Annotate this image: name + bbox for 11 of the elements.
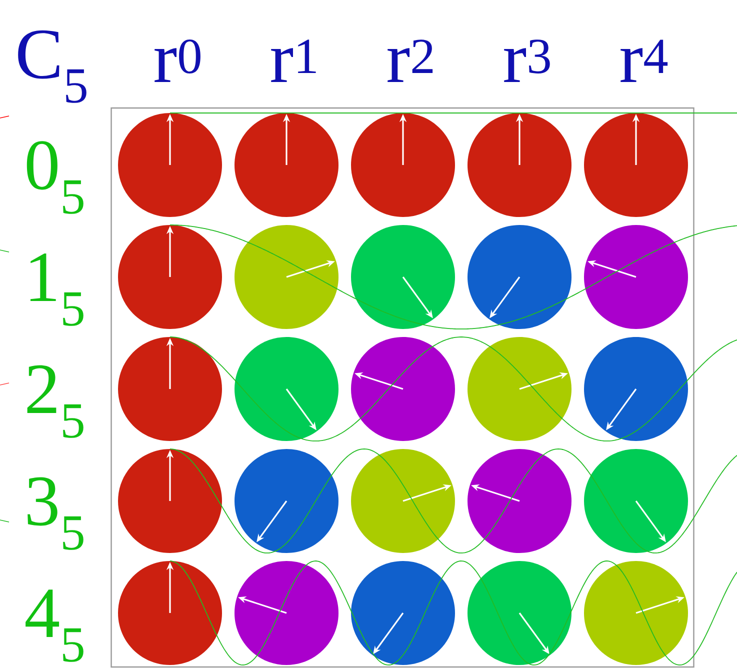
row-header: 4$_{5}$ (26, 590, 84, 662)
column-header: r$^{2}$ (388, 40, 433, 82)
row-header: 2$_{5}$ (27, 365, 84, 438)
row-header: 0$_{5}$ (26, 141, 84, 214)
group-label: C$_{5}$ (18, 30, 86, 103)
row-header: 3$_{5}$ (28, 477, 84, 550)
column-header: r$^{4}$ (620, 40, 668, 82)
row-header: 1$_{5}$ (30, 253, 84, 326)
column-header: r$^{1}$ (271, 40, 316, 82)
column-header: r$^{0}$ (154, 39, 200, 82)
column-header: r$^{3}$ (504, 40, 550, 82)
